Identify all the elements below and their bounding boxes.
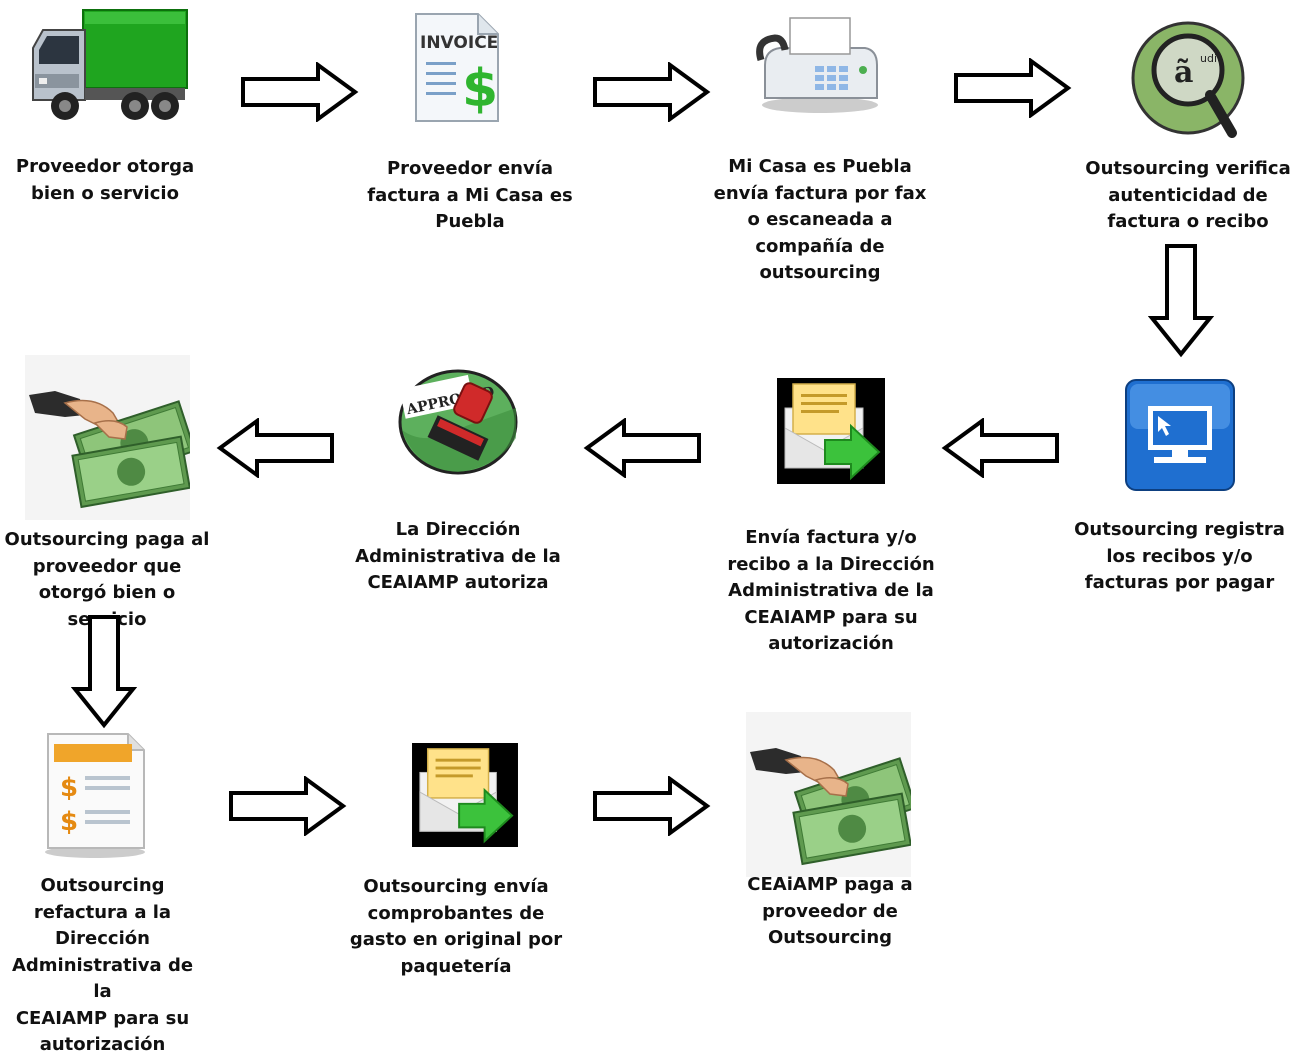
- svg-text:udit: udit: [1200, 52, 1222, 65]
- arrow-left: [941, 418, 1059, 478]
- step-label: Envía factura y/o recibo a la Dirección …: [727, 527, 935, 654]
- step-label: Proveedor envía factura a Mi Casa es Pue…: [367, 158, 573, 232]
- step-label: Mi Casa es Puebla envía factura por fax …: [713, 156, 927, 283]
- approved-stamp-icon: APPROVED: [398, 369, 518, 475]
- svg-text:ã: ã: [1174, 55, 1193, 90]
- step-label: La Dirección Administrativa de la CEAIAM…: [355, 519, 561, 593]
- arrow-down: [71, 615, 137, 729]
- fax-icon: [756, 17, 878, 113]
- step-label: Outsourcing verifica autenticidad de fac…: [1085, 158, 1291, 232]
- arrow-right: [229, 776, 347, 836]
- truck-icon: [32, 9, 188, 120]
- hand-money-icon: [25, 355, 190, 520]
- hand-money-icon: [746, 712, 911, 877]
- computer-icon: [1125, 379, 1235, 491]
- audit-magnifier-icon: ã udit: [1131, 21, 1245, 138]
- arrow-right: [593, 776, 711, 836]
- arrow-down: [1148, 244, 1214, 358]
- arrow-right: [593, 62, 711, 122]
- svg-text:$: $: [60, 773, 78, 803]
- invoice-icon: INVOICE $: [415, 13, 499, 122]
- svg-text:$: $: [462, 59, 498, 119]
- svg-text:$: $: [60, 807, 78, 837]
- arrow-right: [241, 62, 359, 122]
- arrow-left: [583, 418, 701, 478]
- mail-send-icon: [777, 378, 885, 484]
- step-label: Outsourcing refactura a la Dirección Adm…: [11, 875, 194, 1055]
- arrow-right: [954, 58, 1072, 118]
- bill-document-icon: $ $: [45, 733, 145, 858]
- invoice-title: INVOICE: [420, 33, 498, 53]
- arrow-left: [216, 418, 334, 478]
- step-label: Outsourcing registra los recibos y/o fac…: [1074, 519, 1285, 593]
- step-label: Proveedor otorga bien o servicio: [15, 156, 195, 204]
- mail-send-icon: [412, 743, 518, 847]
- step-label: Outsourcing envía comprobantes de gasto …: [349, 876, 563, 977]
- step-label: CEAiAMP paga a proveedor de Outsourcing: [747, 874, 913, 948]
